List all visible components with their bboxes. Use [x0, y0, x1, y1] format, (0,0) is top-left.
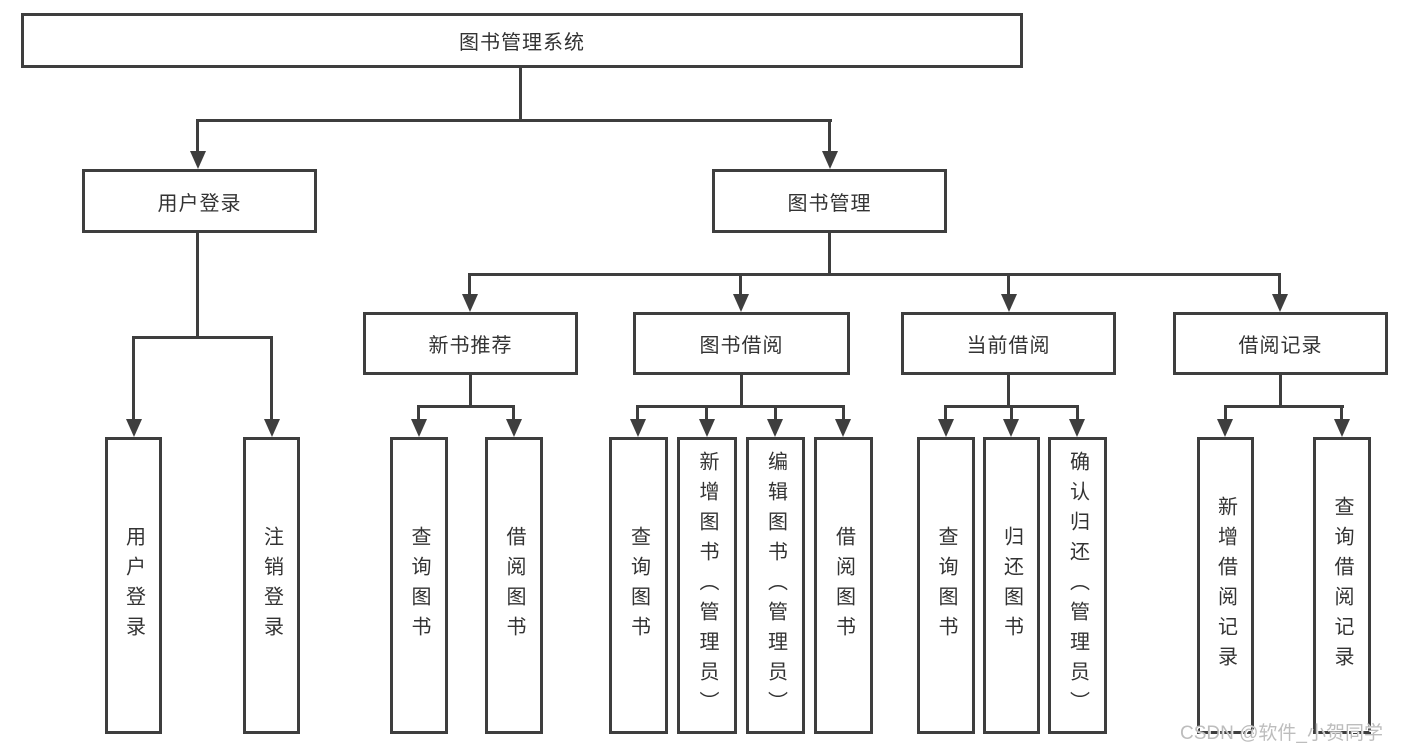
- arrow-down-icon: [630, 419, 646, 437]
- arrow-down-icon: [190, 151, 206, 169]
- node-borrowing-records-label: 借阅记录: [1238, 335, 1323, 357]
- connector-line: [519, 68, 522, 119]
- arrow-down-icon: [699, 419, 715, 437]
- arrow-down-icon: [506, 419, 522, 437]
- leaf-records-add-record: 新增借阅记录: [1197, 437, 1254, 734]
- node-new-book-recommend: 新书推荐: [363, 312, 578, 375]
- leaf-current-return-books: 归还图书: [983, 437, 1040, 734]
- arrow-down-icon: [462, 294, 478, 312]
- node-root-label: 图书管理系统: [459, 32, 585, 54]
- csdn-watermark: CSDN @软件_小贺同学: [1180, 723, 1383, 744]
- connector-line: [774, 405, 777, 421]
- arrow-down-icon: [1003, 419, 1019, 437]
- node-book-management: 图书管理: [712, 169, 947, 233]
- connector-line: [828, 233, 831, 275]
- connector-line: [196, 119, 832, 122]
- connector-line: [469, 375, 472, 407]
- connector-line: [468, 273, 471, 296]
- leaf-recommend-borrow-books: 借阅图书: [485, 437, 543, 734]
- leaf-borrowing-add-books-admin: 新增图书（管理员）: [677, 437, 737, 734]
- arrow-down-icon: [938, 419, 954, 437]
- leaf-recommend-borrow-books-label: 借阅图书: [503, 525, 525, 646]
- leaf-logout-login-label: 注销登录: [260, 525, 283, 646]
- leaf-logout-login: 注销登录: [243, 437, 300, 734]
- arrow-down-icon: [835, 419, 851, 437]
- node-current-borrowing-label: 当前借阅: [966, 335, 1051, 357]
- arrow-down-icon: [1069, 419, 1085, 437]
- leaf-borrowing-borrow-books: 借阅图书: [814, 437, 873, 734]
- connector-line: [1007, 273, 1010, 296]
- connector-line: [270, 336, 273, 421]
- node-borrowing-records: 借阅记录: [1173, 312, 1388, 375]
- node-user-login: 用户登录: [82, 169, 317, 233]
- leaf-user-login-label: 用户登录: [122, 525, 145, 646]
- leaf-borrowing-add-books-admin-label: 新增图书（管理员）: [696, 450, 718, 721]
- arrow-down-icon: [1272, 294, 1288, 312]
- node-book-borrowing-label: 图书借阅: [699, 335, 784, 357]
- leaf-user-login: 用户登录: [105, 437, 162, 734]
- node-current-borrowing: 当前借阅: [901, 312, 1116, 375]
- connector-line: [132, 336, 273, 339]
- leaf-borrowing-borrow-books-label: 借阅图书: [832, 525, 855, 646]
- arrow-down-icon: [126, 419, 142, 437]
- connector-line: [512, 405, 515, 421]
- connector-line: [196, 233, 199, 338]
- connector-line: [1340, 405, 1343, 421]
- connector-line: [842, 405, 845, 421]
- leaf-records-query-record: 查询借阅记录: [1313, 437, 1371, 734]
- connector-line: [1278, 273, 1281, 296]
- arrow-down-icon: [733, 294, 749, 312]
- arrow-down-icon: [411, 419, 427, 437]
- leaf-recommend-query-books-label: 查询图书: [408, 525, 430, 646]
- leaf-recommend-query-books: 查询图书: [390, 437, 448, 734]
- connector-line: [828, 119, 831, 153]
- node-book-management-label: 图书管理: [787, 192, 872, 215]
- node-new-book-recommend-label: 新书推荐: [428, 335, 513, 357]
- connector-line: [944, 405, 947, 421]
- node-root: 图书管理系统: [21, 13, 1023, 68]
- leaf-borrowing-edit-books-admin-label: 编辑图书（管理员）: [764, 450, 787, 721]
- connector-line: [705, 405, 708, 421]
- connector-line: [1076, 405, 1079, 421]
- leaf-current-query-books: 查询图书: [917, 437, 975, 734]
- connector-line: [739, 273, 742, 296]
- leaf-current-return-books-label: 归还图书: [1000, 525, 1023, 646]
- leaf-records-query-record-label: 查询借阅记录: [1331, 495, 1353, 676]
- leaf-borrowing-query-books-label: 查询图书: [627, 525, 650, 646]
- connector-line: [636, 405, 639, 421]
- connector-line: [1224, 405, 1227, 421]
- leaf-borrowing-edit-books-admin: 编辑图书（管理员）: [746, 437, 805, 734]
- arrow-down-icon: [822, 151, 838, 169]
- connector-line: [417, 405, 515, 408]
- arrow-down-icon: [264, 419, 280, 437]
- leaf-current-confirm-return-admin: 确认归还（管理员）: [1048, 437, 1107, 734]
- node-book-borrowing: 图书借阅: [633, 312, 850, 375]
- connector-line: [196, 119, 199, 153]
- arrow-down-icon: [1001, 294, 1017, 312]
- connector-line: [1224, 405, 1344, 408]
- connector-line: [132, 336, 135, 421]
- connector-line: [740, 375, 743, 407]
- leaf-current-confirm-return-admin-label: 确认归还（管理员）: [1066, 450, 1089, 721]
- connector-line: [468, 273, 1281, 276]
- connector-line: [417, 405, 420, 421]
- connector-line: [1007, 375, 1010, 407]
- leaf-current-query-books-label: 查询图书: [935, 525, 957, 646]
- node-user-login-label: 用户登录: [157, 192, 242, 215]
- connector-line: [1010, 405, 1013, 421]
- arrow-down-icon: [1217, 419, 1233, 437]
- leaf-borrowing-query-books: 查询图书: [609, 437, 668, 734]
- arrow-down-icon: [767, 419, 783, 437]
- connector-line: [1279, 375, 1282, 407]
- leaf-records-add-record-label: 新增借阅记录: [1214, 495, 1237, 676]
- connector-line: [636, 405, 845, 408]
- arrow-down-icon: [1334, 419, 1350, 437]
